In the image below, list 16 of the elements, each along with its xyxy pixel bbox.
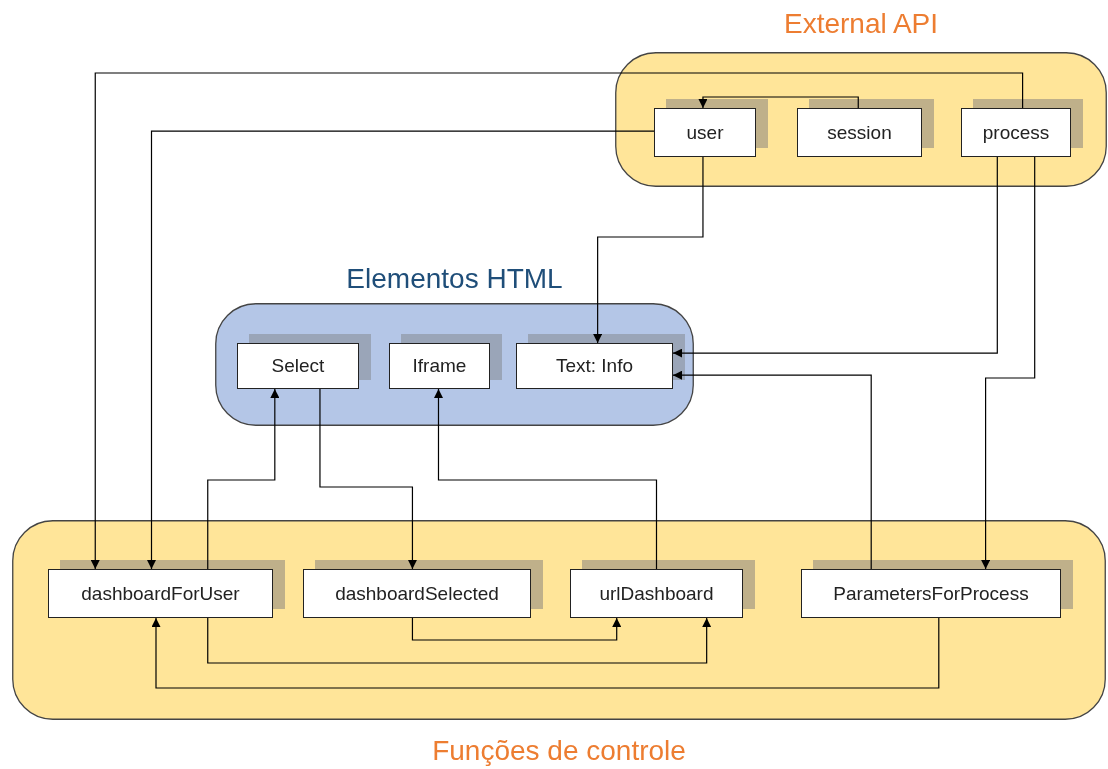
- connector-arrow: [207, 388, 280, 570]
- group-title: Funções de controle: [432, 735, 686, 766]
- connector-arrow: [672, 156, 998, 358]
- connector-arrow: [151, 617, 940, 689]
- connector-arrow: [207, 617, 712, 664]
- connector-arrow: [90, 72, 1024, 570]
- group-title: Elementos HTML: [346, 263, 563, 294]
- connector-arrow: [319, 388, 417, 570]
- connector-arrow: [981, 156, 1036, 570]
- connector-arrow: [411, 617, 622, 641]
- connector-arrow: [434, 388, 658, 570]
- connector-arrow: [147, 130, 655, 570]
- connector-arrow: [698, 96, 859, 109]
- connector-arrow: [672, 370, 872, 570]
- group-title: External API: [783, 8, 939, 39]
- connector-arrow: [593, 156, 704, 344]
